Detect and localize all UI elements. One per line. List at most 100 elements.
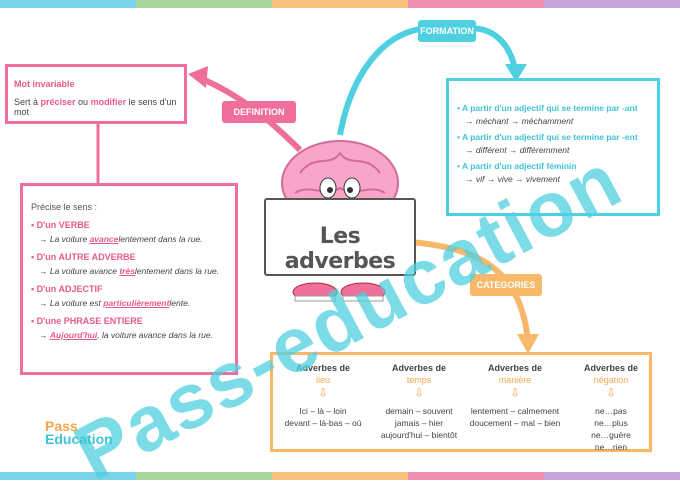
category-example-line: aujourd'hui – bientôt [380,430,458,440]
precise-item-heading: • D'un VERBE [31,220,90,230]
category-examples: demain – souvent jamais – hier aujourd'hui… [359,405,479,441]
category-examples: Ici – là – loin devant – là-bas – où [263,405,383,429]
category-example-line: ne…plus [594,418,628,428]
example-target: , la voiture avance dans la rue. [97,330,213,340]
definition-box: Mot invariable Sert à préciser ou modifi… [5,64,187,124]
example-target: lentement [134,266,173,276]
category-examples: ne…pas ne…plus ne…guère ne…rien [551,405,671,453]
definition-word-preciser: préciser [40,97,76,107]
precise-item-example: → Aujourd'hui, la voiture avance dans la… [39,330,227,340]
category-heading: Adverbes de [295,363,351,373]
logo-line1: Pass [45,418,78,434]
down-arrow-icon: ⇩ [605,386,617,400]
connector-arrows [96,25,539,354]
formation-item-example: → méchant → méchamment [465,116,574,126]
category-example-line: jamais – hier [394,418,444,428]
example-adverb: Aujourd'hui [49,330,98,340]
category-column: Adverbes de manière⇩ lentement – calmement… [455,355,575,429]
definition-mid: ou [75,97,91,107]
definition-text: Sert à préciser ou modifier le sens d'un… [14,97,178,117]
example-adverb: avance [89,234,119,244]
categories-label: CATEGORIES [470,274,542,296]
title-sign: Les adverbes [264,198,416,276]
category-example-line: ne…guère [591,430,631,440]
example-target: lentement [118,234,156,244]
precise-item-example: → La voiture avance trèslentement dans l… [39,266,227,276]
example-target: lente. [169,298,191,308]
category-examples: lentement – calmement doucement – mal – b… [455,405,575,429]
category-heading: Adverbes de [583,363,639,373]
precise-item-example: → La voiture est particulièrementlente. [39,298,227,308]
categories-arrow [409,239,531,341]
category-example-line: demain – souvent [385,406,453,416]
brain-left-pupil [327,187,333,193]
precise-item-heading: • D'un AUTRE ADVERBE [31,252,136,262]
stripe-segment [0,472,136,480]
logo-line2: Education [45,431,113,447]
formation-label: FORMATION [418,20,476,42]
category-heading: Adverbes de [487,363,543,373]
precise-item-example: → La voiture avancelentement dans la rue… [39,234,227,244]
categories-arrowhead [517,334,539,354]
definition-post: le sens d'un mot [14,97,177,117]
category-example-line: doucement – mal – bien [469,418,561,428]
category-name: lieu [315,375,330,385]
example-adverb: très [119,266,135,276]
down-arrow-icon: ⇩ [317,386,329,400]
category-example-line: lentement – calmement [470,406,560,416]
pass-education-logo: Pass Education [45,418,125,447]
category-name: négation [593,375,629,385]
category-column: Adverbes de négation⇩ ne…pas ne…plus ne…guèr… [551,355,671,453]
stripe-segment [136,0,272,8]
category-example-line: ne…pas [595,406,627,416]
category-column: Adverbes de lieu⇩ Ici – là – loin devant – … [263,355,383,429]
definition-label: DEFINITION [222,101,296,123]
left-sole [294,295,336,302]
stripe-segment [272,0,408,8]
formation-arrowhead [505,64,527,82]
precise-intro: Précise le sens : [31,202,98,212]
formation-item-example: → différent → différemment [465,145,570,155]
precise-items: • D'un VERBE→ La voiture avancelentement… [31,220,227,340]
brain-right-pupil [347,187,353,193]
example-pre: → [39,330,50,340]
formation-box: • A partir d'un adjectif qui se termine … [446,78,660,216]
definition-arrowhead [188,66,208,88]
right-sole [342,295,384,302]
category-example-line: ne…rien [594,442,628,452]
definition-title: Mot invariable [14,79,75,89]
example-post: dans la rue. [172,266,220,276]
stripe-segment [136,472,272,480]
example-adverb: particulièrement [103,298,170,308]
formation-item-example: → vif → vive → vivement [465,174,560,184]
example-pre: → La voiture [39,234,90,244]
category-example-line: devant – là-bas – où [284,418,362,428]
stripe-segment [272,472,408,480]
formation-item-heading: • A partir d'un adjectif féminin [457,161,577,171]
formation-item-heading: • A partir d'un adjectif qui se termine … [457,103,638,113]
brain-fold-2 [294,186,386,194]
category-heading: Adverbes de [391,363,447,373]
page-title: Les adverbes [284,224,396,274]
down-arrow-icon: ⇩ [413,386,425,400]
brain-fold-1 [299,151,381,174]
example-pre: → La voiture avance [39,266,120,276]
precise-item-heading: • D'une PHRASE ENTIERE [31,316,143,326]
bottom-color-stripe [0,472,680,480]
definition-word-modifier: modifier [90,97,127,107]
precise-item-heading: • D'un ADJECTIF [31,284,103,294]
precise-box: Précise le sens : • D'un VERBE → La voitu… [20,183,238,375]
formation-item-heading: • A partir d'un adjectif qui se termine … [457,132,638,142]
category-example-line: Ici – là – loin [299,406,347,416]
stripe-segment [408,472,544,480]
category-name: manière [498,375,532,385]
category-name: temps [406,375,432,385]
example-pre: → La voiture est [39,298,104,308]
top-color-stripe [0,0,680,8]
example-post: dans la rue. [155,234,203,244]
brain-feet-icon [292,282,386,302]
down-arrow-icon: ⇩ [509,386,521,400]
category-column: Adverbes de temps⇩ demain – souvent jamais … [359,355,479,441]
